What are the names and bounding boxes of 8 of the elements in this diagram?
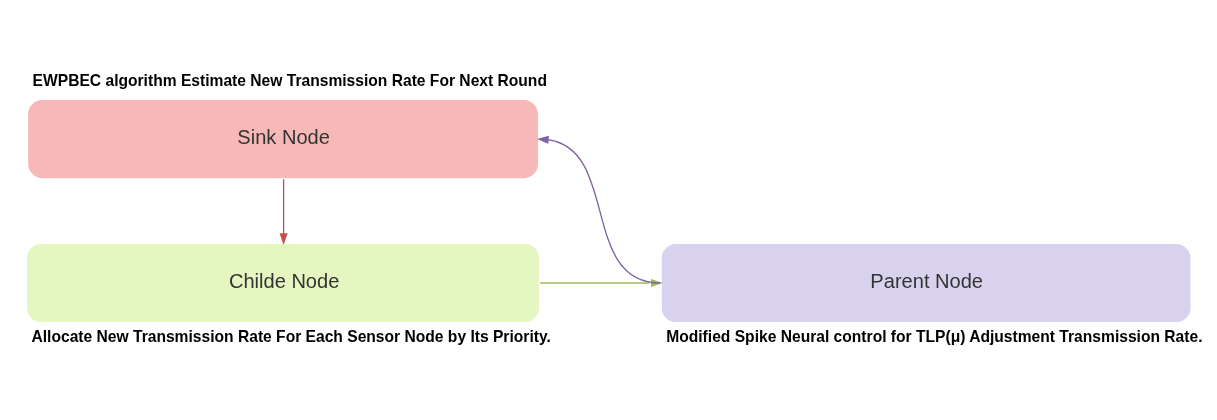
node-label: Allocate New Transmission Rate For Each Sensor Node by Its Priority. <box>31 327 551 345</box>
node-box: Parent Node <box>661 243 1191 322</box>
node-label: EWPBEC algorithm Estimate New Transmission Rate For Next Round <box>32 71 547 89</box>
node-label: Modified Spike Neural control for TLP(μ) Adjustment Transmission Rate. <box>666 327 1203 345</box>
node-box: Sink Node <box>28 99 538 178</box>
arrow <box>279 178 288 245</box>
arrow <box>537 135 662 284</box>
node-box: Childe Node <box>27 243 540 322</box>
